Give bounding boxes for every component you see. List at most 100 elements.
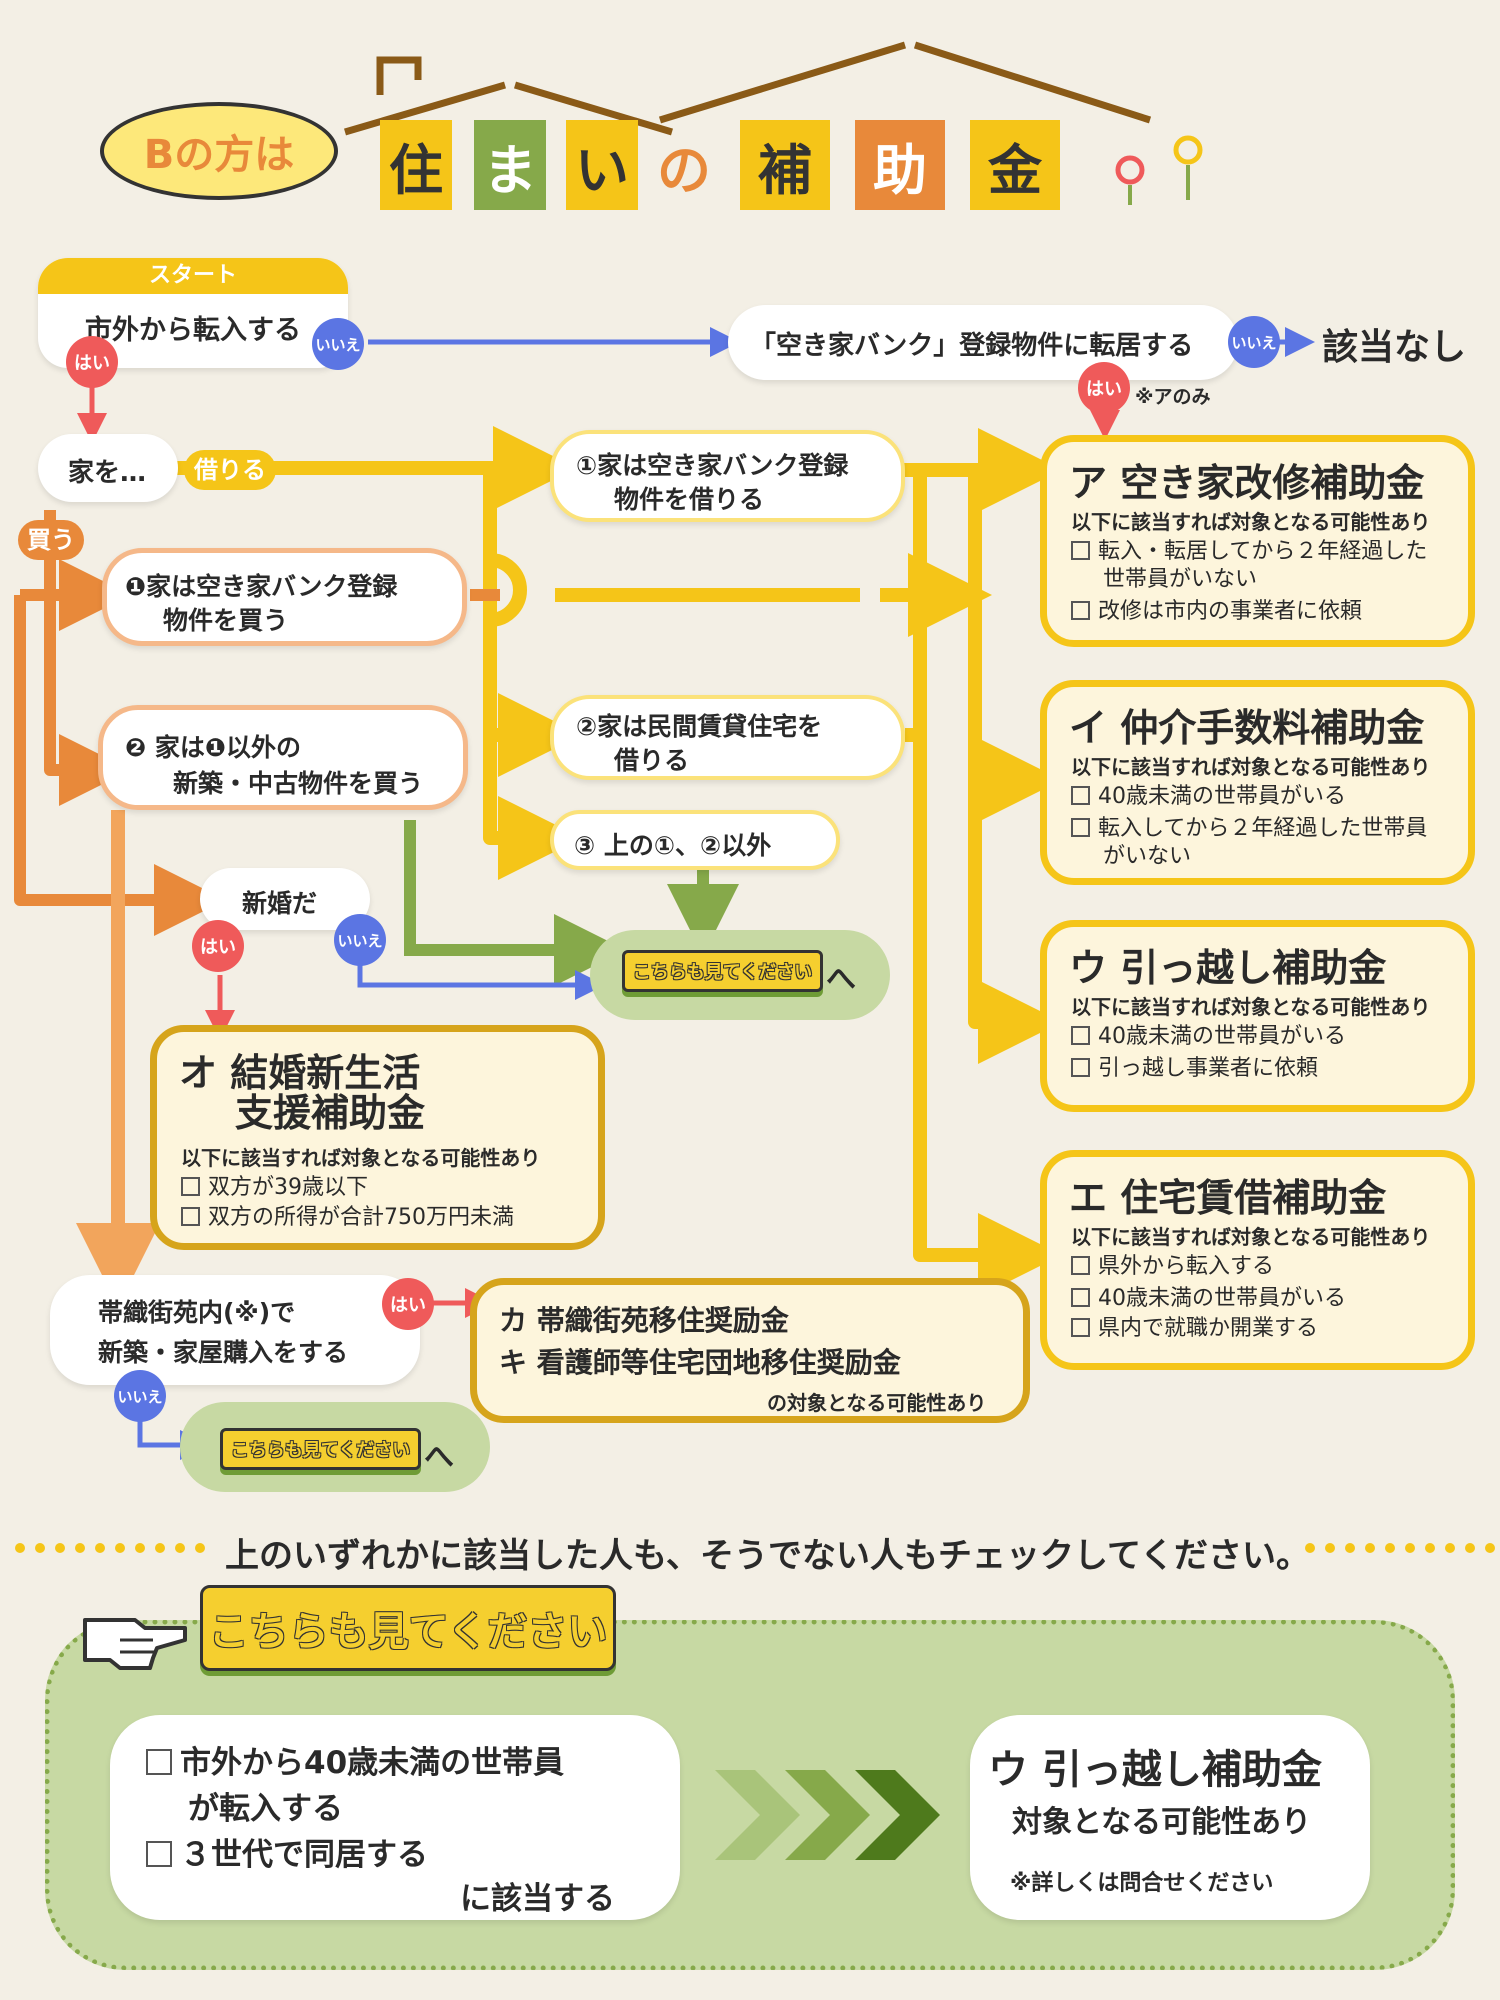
opt-buy-1: ❶家は空き家バンク登録 物件を買う	[102, 548, 467, 646]
subsidy-o: オ 結婚新生活 支援補助金 以下に該当すれば対象となる可能性あり 双方が39歳以…	[150, 1025, 605, 1250]
subsidy-a-sub: 以下に該当すれば対象となる可能性あり	[1071, 510, 1431, 534]
header-badge-text: Bの方は	[143, 132, 295, 178]
no-badge: いいえ	[114, 1370, 166, 1422]
see-here-suffix: へ	[424, 1440, 454, 1475]
opt-buy-1-line-1: ❶家は空き家バンク登録	[125, 572, 398, 601]
start-label: スタート	[38, 258, 348, 294]
opt-rent-1-line-2: 物件を借りる	[614, 485, 765, 514]
subsidy-a-item: 改修は市内の事業者に依頼	[1071, 598, 1362, 626]
condition-line-1: 市外から40歳未満の世帯員	[146, 1737, 564, 1782]
condition-line-4: に該当する	[460, 1881, 615, 1917]
subsidy-o-title-2: 支援補助金	[235, 1091, 426, 1135]
yes-badge: はい	[66, 336, 118, 388]
q-house: 家を…	[68, 458, 147, 488]
no-badge: いいえ	[312, 318, 364, 370]
flower-decoration	[1115, 135, 1203, 205]
subsidy-o-sub: 以下に該当すれば対象となる可能性あり	[181, 1146, 541, 1170]
see-here-button[interactable]: こちらも見てください	[220, 1428, 421, 1470]
q-akiya-node: 「空き家バンク」登録物件に転居する	[728, 305, 1238, 380]
result-box: ウ 引っ越し補助金 対象となる可能性あり ※詳しくは問合せください	[970, 1715, 1370, 1920]
checkbox-icon	[146, 1749, 172, 1775]
subsidy-o-title-1: オ 結婚新生活	[179, 1051, 421, 1095]
subsidy-i-item: 転入してから２年経過した世帯員	[1071, 815, 1427, 843]
see-here-title: こちらも見てください	[200, 1585, 616, 1671]
roof-lines	[344, 41, 1152, 136]
subsidy-i-title: イ 仲介手数料補助金	[1069, 706, 1425, 750]
opt-rent-3: ③ 上の①、②以外	[550, 810, 840, 870]
condition-line-3: ３世代で同居する	[146, 1829, 428, 1874]
checkbox-icon	[1071, 1256, 1090, 1275]
bottom-banner: 上のいずれかに該当した人も、そうでない人もチェックしてください。	[225, 1536, 1310, 1576]
subsidy-i: イ 仲介手数料補助金 以下に該当すれば対象となる可能性あり 40歳未満の世帯員が…	[1040, 680, 1475, 885]
q-house-node: 家を…	[38, 434, 178, 502]
opt-rent-2-line-1: ②家は民間賃貸住宅を	[576, 712, 823, 741]
subsidy-a-title: ア 空き家改修補助金	[1069, 461, 1425, 505]
q-married: 新婚だ	[242, 889, 318, 918]
subsidy-o-item: 双方が39歳以下	[181, 1174, 368, 1202]
q-akiya: 「空き家バンク」登録物件に転居する	[750, 331, 1194, 361]
yes-badge: はい	[192, 920, 244, 972]
subsidy-u: ウ 引っ越し補助金 以下に該当すれば対象となる可能性あり 40歳未満の世帯員がい…	[1040, 920, 1475, 1112]
chevron-right-icon	[715, 1770, 940, 1860]
q-obi-node: 帯織街苑内(※)で 新築・家屋購入をする	[50, 1275, 420, 1385]
checkbox-icon	[181, 1177, 200, 1196]
subsidy-u-item: 引っ越し事業者に依頼	[1071, 1055, 1318, 1083]
opt-buy-2-line-1: ❷ 家は❶以外の	[125, 733, 302, 762]
title-char-7: 金	[970, 120, 1060, 210]
checkbox-icon	[1071, 1318, 1090, 1337]
subsidy-u-title: ウ 引っ越し補助金	[1069, 946, 1387, 990]
subsidy-e: エ 住宅賃借補助金 以下に該当すれば対象となる可能性あり 県外から転入する 40…	[1040, 1150, 1475, 1370]
subsidy-a: ア 空き家改修補助金 以下に該当すれば対象となる可能性あり 転入・転居してから２…	[1040, 435, 1475, 647]
checkbox-icon	[146, 1841, 172, 1867]
subsidy-i-item: 40歳未満の世帯員がいる	[1071, 783, 1346, 811]
result-note: ※詳しくは問合せください	[1010, 1871, 1274, 1896]
subsidy-a-item: 転入・転居してから２年経過した	[1071, 538, 1427, 566]
title-char-1: 住	[380, 120, 452, 210]
title-char-2: ま	[474, 120, 546, 210]
subsidy-e-item: 40歳未満の世帯員がいる	[1071, 1285, 1346, 1313]
subsidy-a-item-cont: 世帯員がいない	[1103, 567, 1258, 592]
note-a-only: ※アのみ	[1135, 386, 1211, 408]
checkbox-icon	[1071, 1058, 1090, 1077]
checkbox-icon	[1071, 818, 1090, 837]
pointing-hand-icon	[83, 1618, 187, 1670]
title-char-5: 補	[740, 120, 830, 210]
opt-rent-1-line-1: ①家は空き家バンク登録	[576, 451, 849, 480]
header-badge: Bの方は	[100, 102, 338, 200]
subsidy-o-item: 双方の所得が合計750万円未満	[181, 1204, 514, 1232]
see-here-button[interactable]: こちらも見てください	[622, 950, 823, 992]
opt-buy-2: ❷ 家は❶以外の 新築・中古物件を買う	[98, 705, 468, 810]
subsidy-e-title: エ 住宅賃借補助金	[1069, 1176, 1387, 1220]
dotted-separator	[15, 1543, 1495, 1553]
subsidy-e-sub: 以下に該当すれば対象となる可能性あり	[1071, 1225, 1431, 1249]
subsidy-kaki: カ 帯織街苑移住奨励金 キ 看護師等住宅団地移住奨励金 の対象となる可能性あり	[470, 1278, 1030, 1423]
checkbox-icon	[1071, 541, 1090, 560]
no-badge: いいえ	[1228, 316, 1280, 368]
result-sub: 対象となる可能性あり	[1012, 1805, 1312, 1840]
subsidy-u-item: 40歳未満の世帯員がいる	[1071, 1023, 1346, 1051]
checkbox-icon	[181, 1207, 200, 1226]
q-move-in: 市外から転入する	[85, 315, 301, 346]
opt-buy-2-line-2: 新築・中古物件を買う	[173, 769, 424, 798]
subsidy-e-item: 県外から転入する	[1071, 1253, 1274, 1281]
opt-rent-2: ②家は民間賃貸住宅を 借りる	[550, 695, 905, 780]
opt-rent-3-label: ③ 上の①、②以外	[574, 831, 772, 860]
opt-buy-1-line-2: 物件を買う	[163, 606, 289, 635]
buy-label: 買う	[18, 520, 84, 560]
subsidy-i-sub: 以下に該当すれば対象となる可能性あり	[1071, 755, 1431, 779]
no-badge: いいえ	[334, 914, 386, 966]
yes-badge: はい	[1078, 362, 1130, 414]
checkbox-icon	[1071, 1288, 1090, 1307]
see-here-suffix: へ	[826, 962, 856, 997]
condition-line-2: が転入する	[188, 1791, 343, 1827]
title-char-3: い	[566, 120, 638, 210]
checkbox-icon	[1071, 1026, 1090, 1045]
subsidy-ki-title: キ 看護師等住宅団地移住奨励金	[499, 1346, 901, 1379]
subsidy-ka-title: カ 帯織街苑移住奨励金	[499, 1304, 789, 1337]
checkbox-icon	[1071, 601, 1090, 620]
title-char-4: の	[657, 138, 711, 202]
rent-label: 借りる	[184, 450, 276, 490]
result-none: 該当なし	[1322, 327, 1467, 368]
subsidy-e-item: 県内で就職か開業する	[1071, 1315, 1318, 1343]
